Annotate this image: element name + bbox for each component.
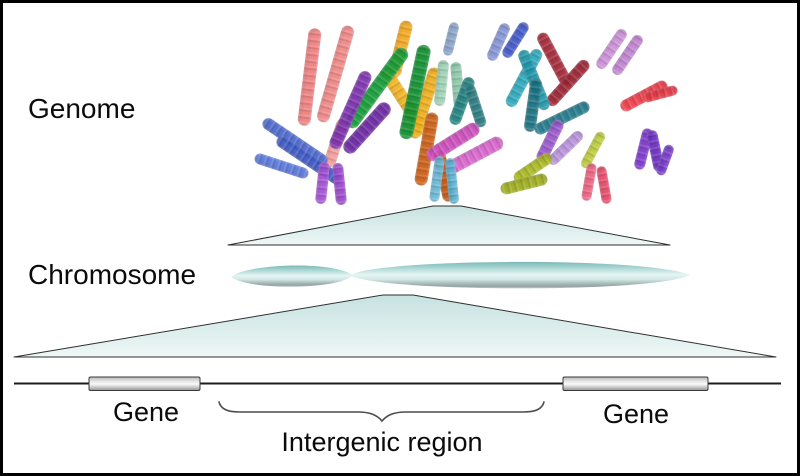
chromosome-short-arm [231,265,353,287]
zoom-funnel-chromosome-to-dna [13,294,777,358]
zoom-funnel-genome-to-chromosome [227,205,671,246]
gene-label-right: Gene [602,399,670,429]
chromosome-label: Chromosome [28,259,197,290]
gene-label-left: Gene [112,397,180,427]
genome-label: Genome [28,93,136,124]
gene-box-left [88,376,201,391]
intergenic-brace [218,401,545,423]
gene-box-right [562,376,709,391]
intergenic-region-label: Intergenic region [281,427,483,457]
chromosome-long-arm [350,261,690,289]
